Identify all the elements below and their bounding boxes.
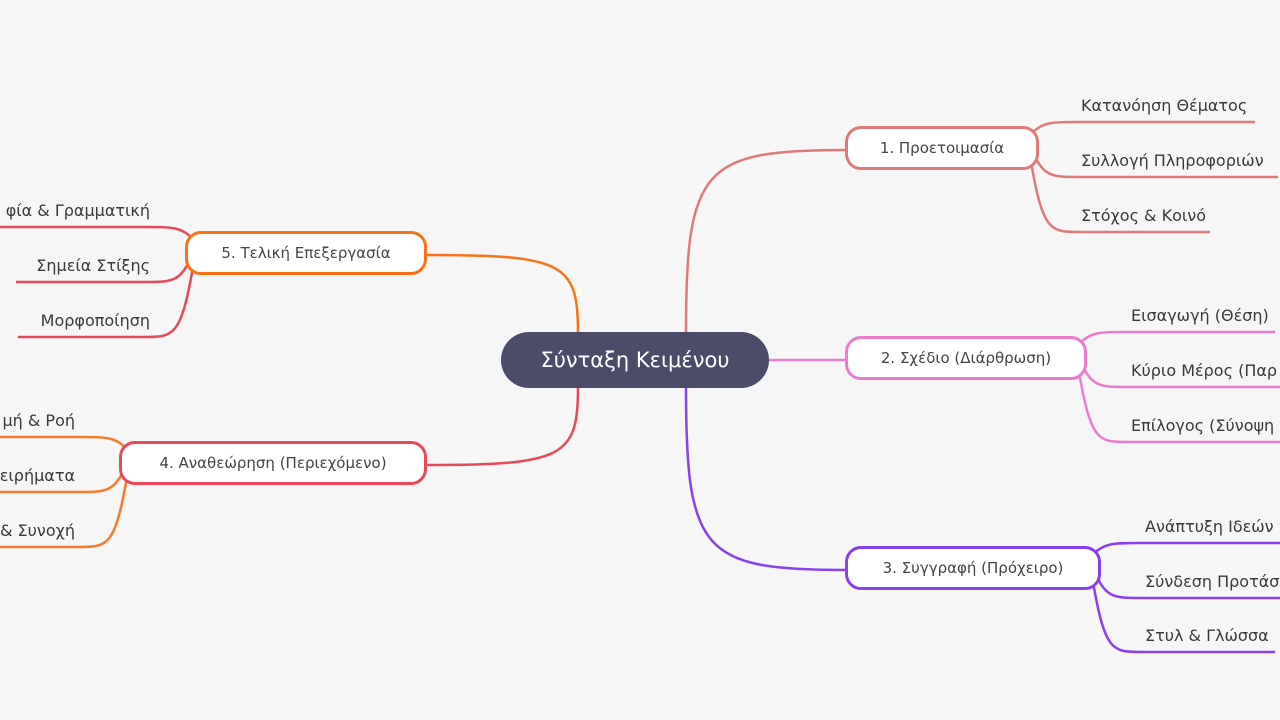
- branch-node-3[interactable]: 3. Συγγραφή (Πρόχειρο): [845, 546, 1101, 590]
- leaf-connector: [1029, 161, 1210, 234]
- branch-connector: [426, 253, 580, 333]
- leaf-topic[interactable]: Σημεία Στίξης: [36, 256, 150, 275]
- leaf-topic[interactable]: Ανάπτυξη Ιδεών: [1145, 517, 1274, 536]
- leaf-topic[interactable]: ειρήματα: [0, 466, 75, 485]
- branch-node-1[interactable]: 1. Προετοιμασία: [845, 126, 1039, 170]
- leaf-topic[interactable]: φία & Γραμματική: [5, 201, 150, 220]
- leaf-topic[interactable]: Συλλογή Πληροφοριών: [1081, 151, 1264, 170]
- central-topic[interactable]: Σύνταξη Κειμένου: [501, 332, 769, 388]
- leaf-connector: [1092, 541, 1280, 555]
- branch-node-2[interactable]: 2. Σχέδιο (Διάρθρωση): [845, 336, 1087, 380]
- leaf-connector: [1091, 581, 1275, 654]
- leaf-connector: [0, 435, 128, 450]
- leaf-topic[interactable]: Στόχος & Κοινό: [1081, 206, 1207, 225]
- leaf-connector: [1030, 120, 1255, 135]
- leaf-topic[interactable]: Σύνδεση Προτάσ: [1145, 572, 1280, 591]
- branch-connector: [684, 148, 846, 333]
- leaf-topic[interactable]: Κύριο Μέρος (Παρ: [1131, 361, 1278, 380]
- branch-connector: [426, 387, 580, 467]
- branch-connector: [684, 387, 846, 572]
- leaf-topic[interactable]: μή & Ροή: [2, 411, 75, 430]
- leaf-topic[interactable]: Στυλ & Γλώσσα: [1145, 626, 1269, 645]
- leaf-connector: [18, 266, 195, 339]
- leaf-topic[interactable]: Μορφοποίηση: [40, 311, 150, 330]
- leaf-topic[interactable]: Επίλογος (Σύνοψη: [1131, 416, 1275, 435]
- leaf-topic[interactable]: Κατανόηση Θέματος: [1081, 96, 1248, 115]
- branch-node-5[interactable]: 5. Τελική Επεξεργασία: [185, 231, 427, 275]
- leaf-connector: [1078, 330, 1275, 345]
- leaf-topic[interactable]: Εισαγωγή (Θέση): [1131, 306, 1269, 325]
- leaf-connector: [0, 476, 129, 549]
- leaf-topic[interactable]: & Συνοχή: [0, 521, 75, 540]
- branch-node-4[interactable]: 4. Αναθεώρηση (Περιεχόμενο): [119, 441, 427, 485]
- leaf-connector: [1077, 371, 1280, 444]
- leaf-connector: [0, 225, 194, 240]
